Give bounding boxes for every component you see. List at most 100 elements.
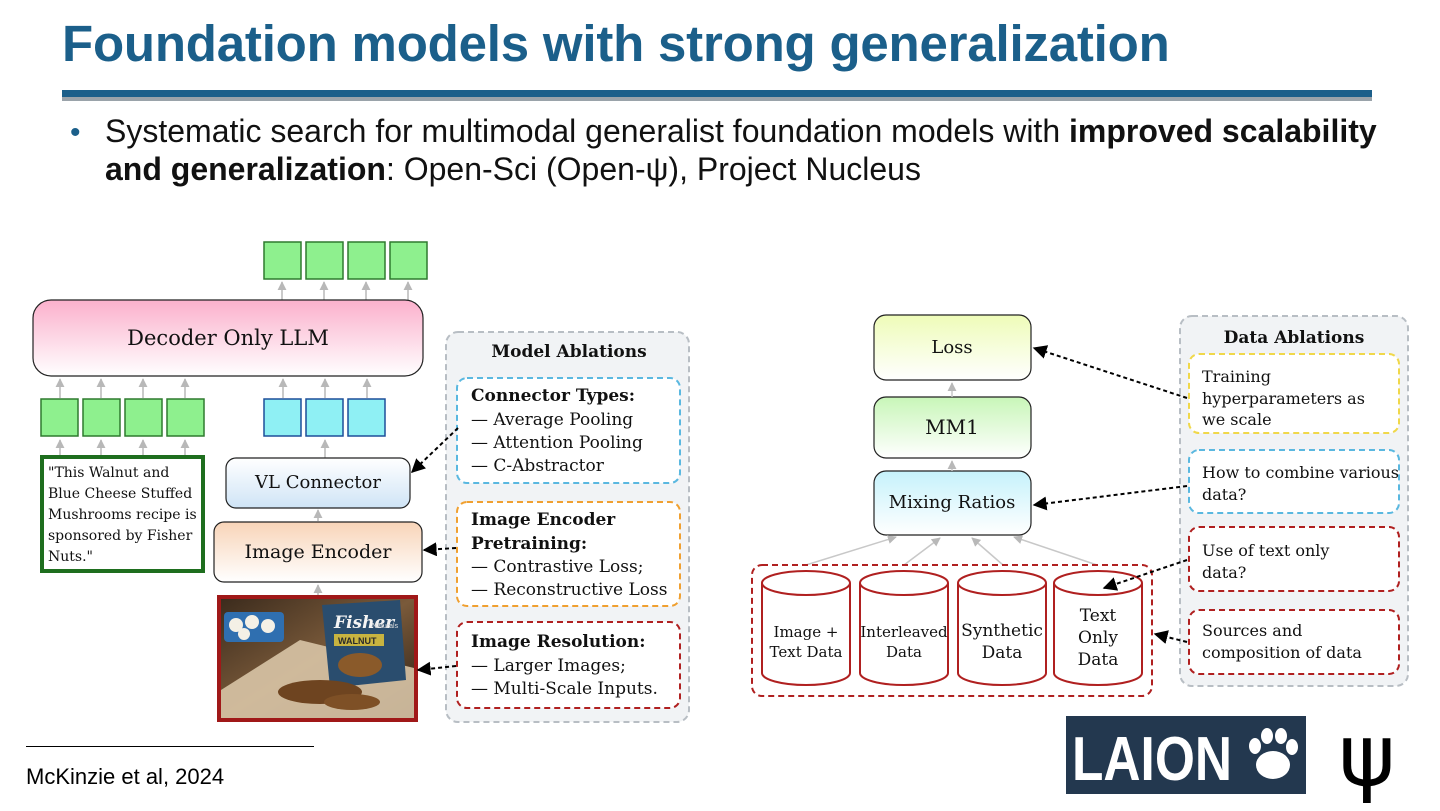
laion-logo-text: LAION [1072, 725, 1232, 794]
caption-line: sponsored by Fisher [48, 528, 193, 544]
dataset-label: Only [1078, 628, 1118, 648]
bullet-text-prefix: Systematic search for multimodal general… [105, 113, 1069, 149]
encoder-pretraining-title-line: Image Encoder [471, 510, 616, 530]
connector-types-text: Connector Types: — Average Pooling — Att… [471, 386, 643, 476]
image-tokens [263, 398, 386, 437]
dataset-cylinder-interleaved: Interleaved Data [859, 570, 949, 686]
ablation-line: How to combine various [1202, 463, 1399, 482]
encoder-pretraining-item: — Reconstructive Loss [471, 580, 667, 600]
image-encoder-pretraining-box [456, 501, 681, 607]
decoder-only-llm-label: Decoder Only LLM [127, 326, 329, 350]
text-token [40, 398, 79, 437]
encoder-pretraining-item: — Contrastive Loss; [471, 557, 643, 577]
ablation-line: hyperparameters as [1202, 389, 1365, 408]
photo-naturals-text: Naturals [372, 623, 399, 630]
data-ablation-arrows [1032, 345, 1188, 644]
caption-text: "This Walnut and Blue Cheese Stuffed Mus… [48, 465, 197, 565]
connector-types-box [456, 377, 681, 484]
paw-icon [1249, 728, 1298, 779]
connector-types-title: Connector Types: [471, 386, 635, 406]
image-resolution-item: — Larger Images; [471, 656, 626, 676]
bullet-text: Systematic search for multimodal general… [105, 112, 1395, 188]
datasets-group [751, 564, 1153, 697]
dataset-cylinders: Image + Text Data Interleaved Data Synth… [761, 570, 1143, 686]
caption-box [40, 455, 205, 573]
image-token [305, 398, 344, 437]
mm1-label: MM1 [925, 415, 979, 439]
text-token-arrows [55, 378, 372, 596]
image-resolution-box [456, 621, 681, 709]
loss-label: Loss [931, 337, 972, 358]
output-token [305, 241, 344, 280]
image-encoder-box [213, 521, 423, 583]
text-tokens [40, 398, 205, 437]
connector-type-item: — Attention Pooling [471, 433, 643, 453]
footnote-citation: McKinzie et al, 2024 [26, 764, 225, 789]
bullet-marker: • [70, 116, 81, 149]
ablation-text-combine: How to combine various data? [1202, 463, 1399, 504]
dataset-label: Text Data [770, 643, 843, 661]
mixing-ratios-label: Mixing Ratios [889, 492, 1016, 513]
caption-line: Nuts." [48, 549, 93, 565]
image-resolution-title: Image Resolution: [471, 632, 646, 652]
image-resolution-text: Image Resolution: — Larger Images; — Mul… [471, 632, 658, 699]
image-encoder-pretraining-text: Image Encoder Pretraining: — Contrastive… [471, 510, 667, 600]
ablation-line: data? [1202, 563, 1246, 582]
ablation-line: data? [1202, 485, 1246, 504]
right-flow-arrows [805, 382, 1098, 566]
ablation-line: we scale [1202, 410, 1272, 429]
ablation-box-text-only [1188, 526, 1400, 592]
dataset-label: Image + [774, 623, 839, 641]
data-ablations-title: Data Ablations [1224, 328, 1365, 348]
text-token [124, 398, 163, 437]
caption-line: Mushrooms recipe is [48, 507, 197, 523]
output-token [347, 241, 386, 280]
text-token [82, 398, 121, 437]
model-ablations-title: Model Ablations [491, 342, 646, 362]
image-token [263, 398, 302, 437]
decoder-only-llm-box [32, 299, 424, 377]
vl-connector-box [225, 457, 411, 509]
dataset-label: Data [886, 643, 922, 661]
caption-line: "This Walnut and [48, 465, 169, 481]
title-rule-gray [62, 97, 1372, 101]
encoder-pretraining-title-line: Pretraining: [471, 534, 587, 554]
dataset-label: Data [1078, 650, 1119, 670]
photo-brand-text: Fisher [333, 613, 395, 633]
dataset-cylinder-image-text: Image + Text Data [761, 570, 851, 686]
ablation-line: Use of text only [1202, 541, 1329, 560]
output-tokens [263, 241, 428, 280]
bullet-text-suffix: : Open-Sci (Open-ψ), Project Nucleus [385, 151, 921, 187]
vl-connector-label: VL Connector [254, 472, 381, 493]
dataset-label: Text [1080, 606, 1117, 626]
ablation-text-training: Training hyperparameters as we scale [1202, 367, 1365, 429]
output-token [263, 241, 302, 280]
dataset-cylinder-text-only: Text Only Data [1053, 570, 1143, 686]
image-encoder-label: Image Encoder [245, 541, 393, 563]
text-token [166, 398, 205, 437]
image-resolution-item: — Multi-Scale Inputs. [471, 679, 658, 699]
dataset-label: Data [982, 643, 1023, 663]
ablation-box-training-hyperparameters [1188, 353, 1400, 434]
photo-walnut-text: WALNUT [338, 636, 377, 646]
ablation-box-combine-data [1188, 449, 1400, 514]
connector-type-item: — Average Pooling [471, 410, 633, 430]
decoder-output-arrows [277, 281, 413, 300]
model-ablation-arrows [410, 427, 459, 676]
caption-line: Blue Cheese Stuffed [48, 486, 192, 502]
image-token [347, 398, 386, 437]
connector-type-item: — C-Abstractor [471, 456, 605, 476]
laion-logo: LAION [1066, 716, 1306, 794]
dataset-label: Interleaved [860, 623, 948, 641]
slide-title: Foundation models with strong generaliza… [62, 15, 1170, 72]
ablation-line: Sources and [1202, 621, 1302, 640]
title-rule-blue [62, 90, 1372, 97]
input-photo: Fisher Naturals WALNUT [217, 595, 418, 722]
bullet-text-bold: improved scalability and generalization [105, 113, 1377, 187]
footnote-rule [26, 746, 314, 747]
loss-box [873, 314, 1032, 381]
dataset-label: Synthetic [961, 621, 1043, 641]
ablation-line: Training [1202, 367, 1271, 386]
ablation-line: composition of data [1202, 643, 1362, 662]
